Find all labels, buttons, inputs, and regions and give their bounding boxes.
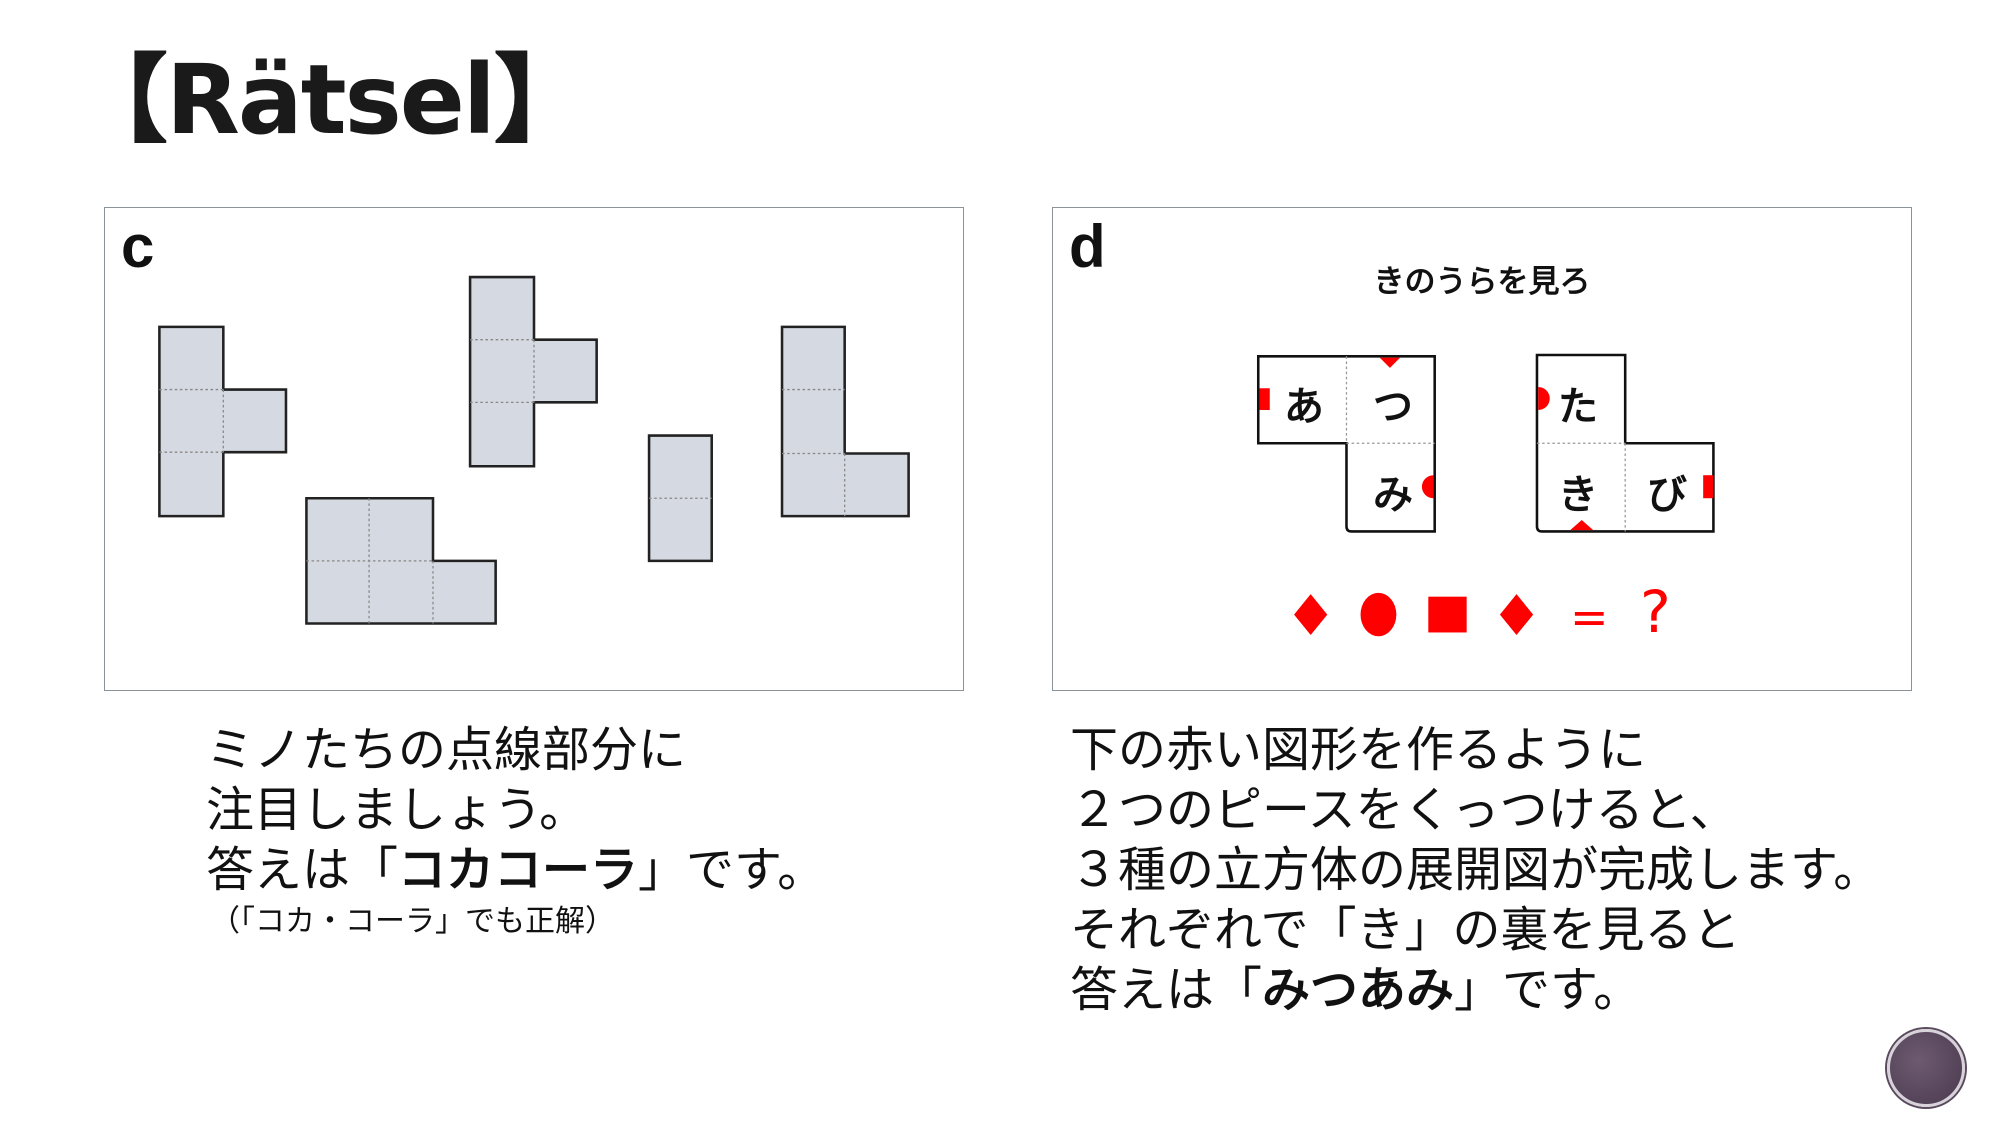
answer-note: （「コカ・コーラ」でも正解） (210, 904, 615, 939)
cell-ta: た (1558, 384, 1598, 430)
net-piece-1 (1256, 355, 1436, 533)
answer-suffix: 」です。 (1454, 962, 1642, 1018)
dotted-lines (159, 339, 846, 624)
semicircle-mark (1538, 386, 1550, 411)
diamond-icon (1294, 594, 1328, 636)
panel-heading: きのうらを見ろ (1373, 264, 1591, 300)
answer-prefix: 答えは「 (1070, 962, 1263, 1018)
cell-tsu: つ (1373, 384, 1413, 430)
answer-word: みつあみ (1262, 962, 1455, 1018)
text-line: ミノたちの点線部分に (206, 722, 687, 778)
red-marks (1259, 357, 1714, 531)
answer-line: 答えは「コカコーラ」です。 (206, 840, 825, 900)
semicircle-mark (1421, 475, 1434, 499)
text-line: 下の赤い図形を作るように (1070, 722, 1647, 778)
answer-suffix: 」です。 (638, 842, 826, 898)
text-line: ３種の立方体の展開図が完成します。 (1070, 842, 1882, 898)
cube-net-pieces (1256, 353, 1715, 637)
text-line: ２つのピースをくっつけると、 (1070, 782, 1738, 838)
red-shape-equation (1294, 592, 1534, 637)
slide-badge-circle (1887, 1029, 1965, 1107)
answer-word: コカコーラ (398, 842, 639, 898)
puzzle-panel-d: d きのうらを見ろ あ つ み た き び = ? (1052, 207, 1912, 691)
cell-bi: び (1647, 472, 1687, 518)
polyomino-pieces (158, 275, 910, 625)
cell-a: あ (1284, 384, 1324, 430)
triangle-mark (1570, 519, 1594, 531)
slide-title: 【Rätsel】 (72, 44, 590, 156)
circle-icon (1360, 592, 1397, 637)
t-piece-top (468, 275, 598, 468)
cell-ki: き (1558, 472, 1598, 518)
explanation-c: ミノたちの点線部分に 注目しましょう。 答えは「コカコーラ」です。 （「コカ・コ… (206, 720, 825, 944)
answer-line: 答えは「みつあみ」です。 (1070, 960, 1881, 1020)
square-mark (1703, 475, 1714, 499)
equals-sign: = (1570, 590, 1609, 644)
square-icon (1428, 596, 1467, 633)
square-mark (1259, 388, 1270, 411)
cell-mi: み (1373, 472, 1413, 518)
triangle-mark (1379, 357, 1401, 368)
panel-label-d: d (1069, 213, 1106, 280)
puzzle-panel-c: c (104, 207, 964, 691)
text-line: 注目しましょう。 (206, 782, 588, 838)
text-line: それぞれで「き」の裏を見ると (1070, 902, 1741, 958)
l-piece-right (780, 325, 910, 518)
panel-label-c: c (121, 213, 155, 280)
diamond-icon (1499, 594, 1534, 636)
explanation-d: 下の赤い図形を作るように ２つのピースをくっつけると、 ３種の立方体の展開図が完… (1070, 720, 1881, 1020)
answer-prefix: 答えは「 (206, 842, 399, 898)
question-mark: ? (1640, 578, 1671, 646)
